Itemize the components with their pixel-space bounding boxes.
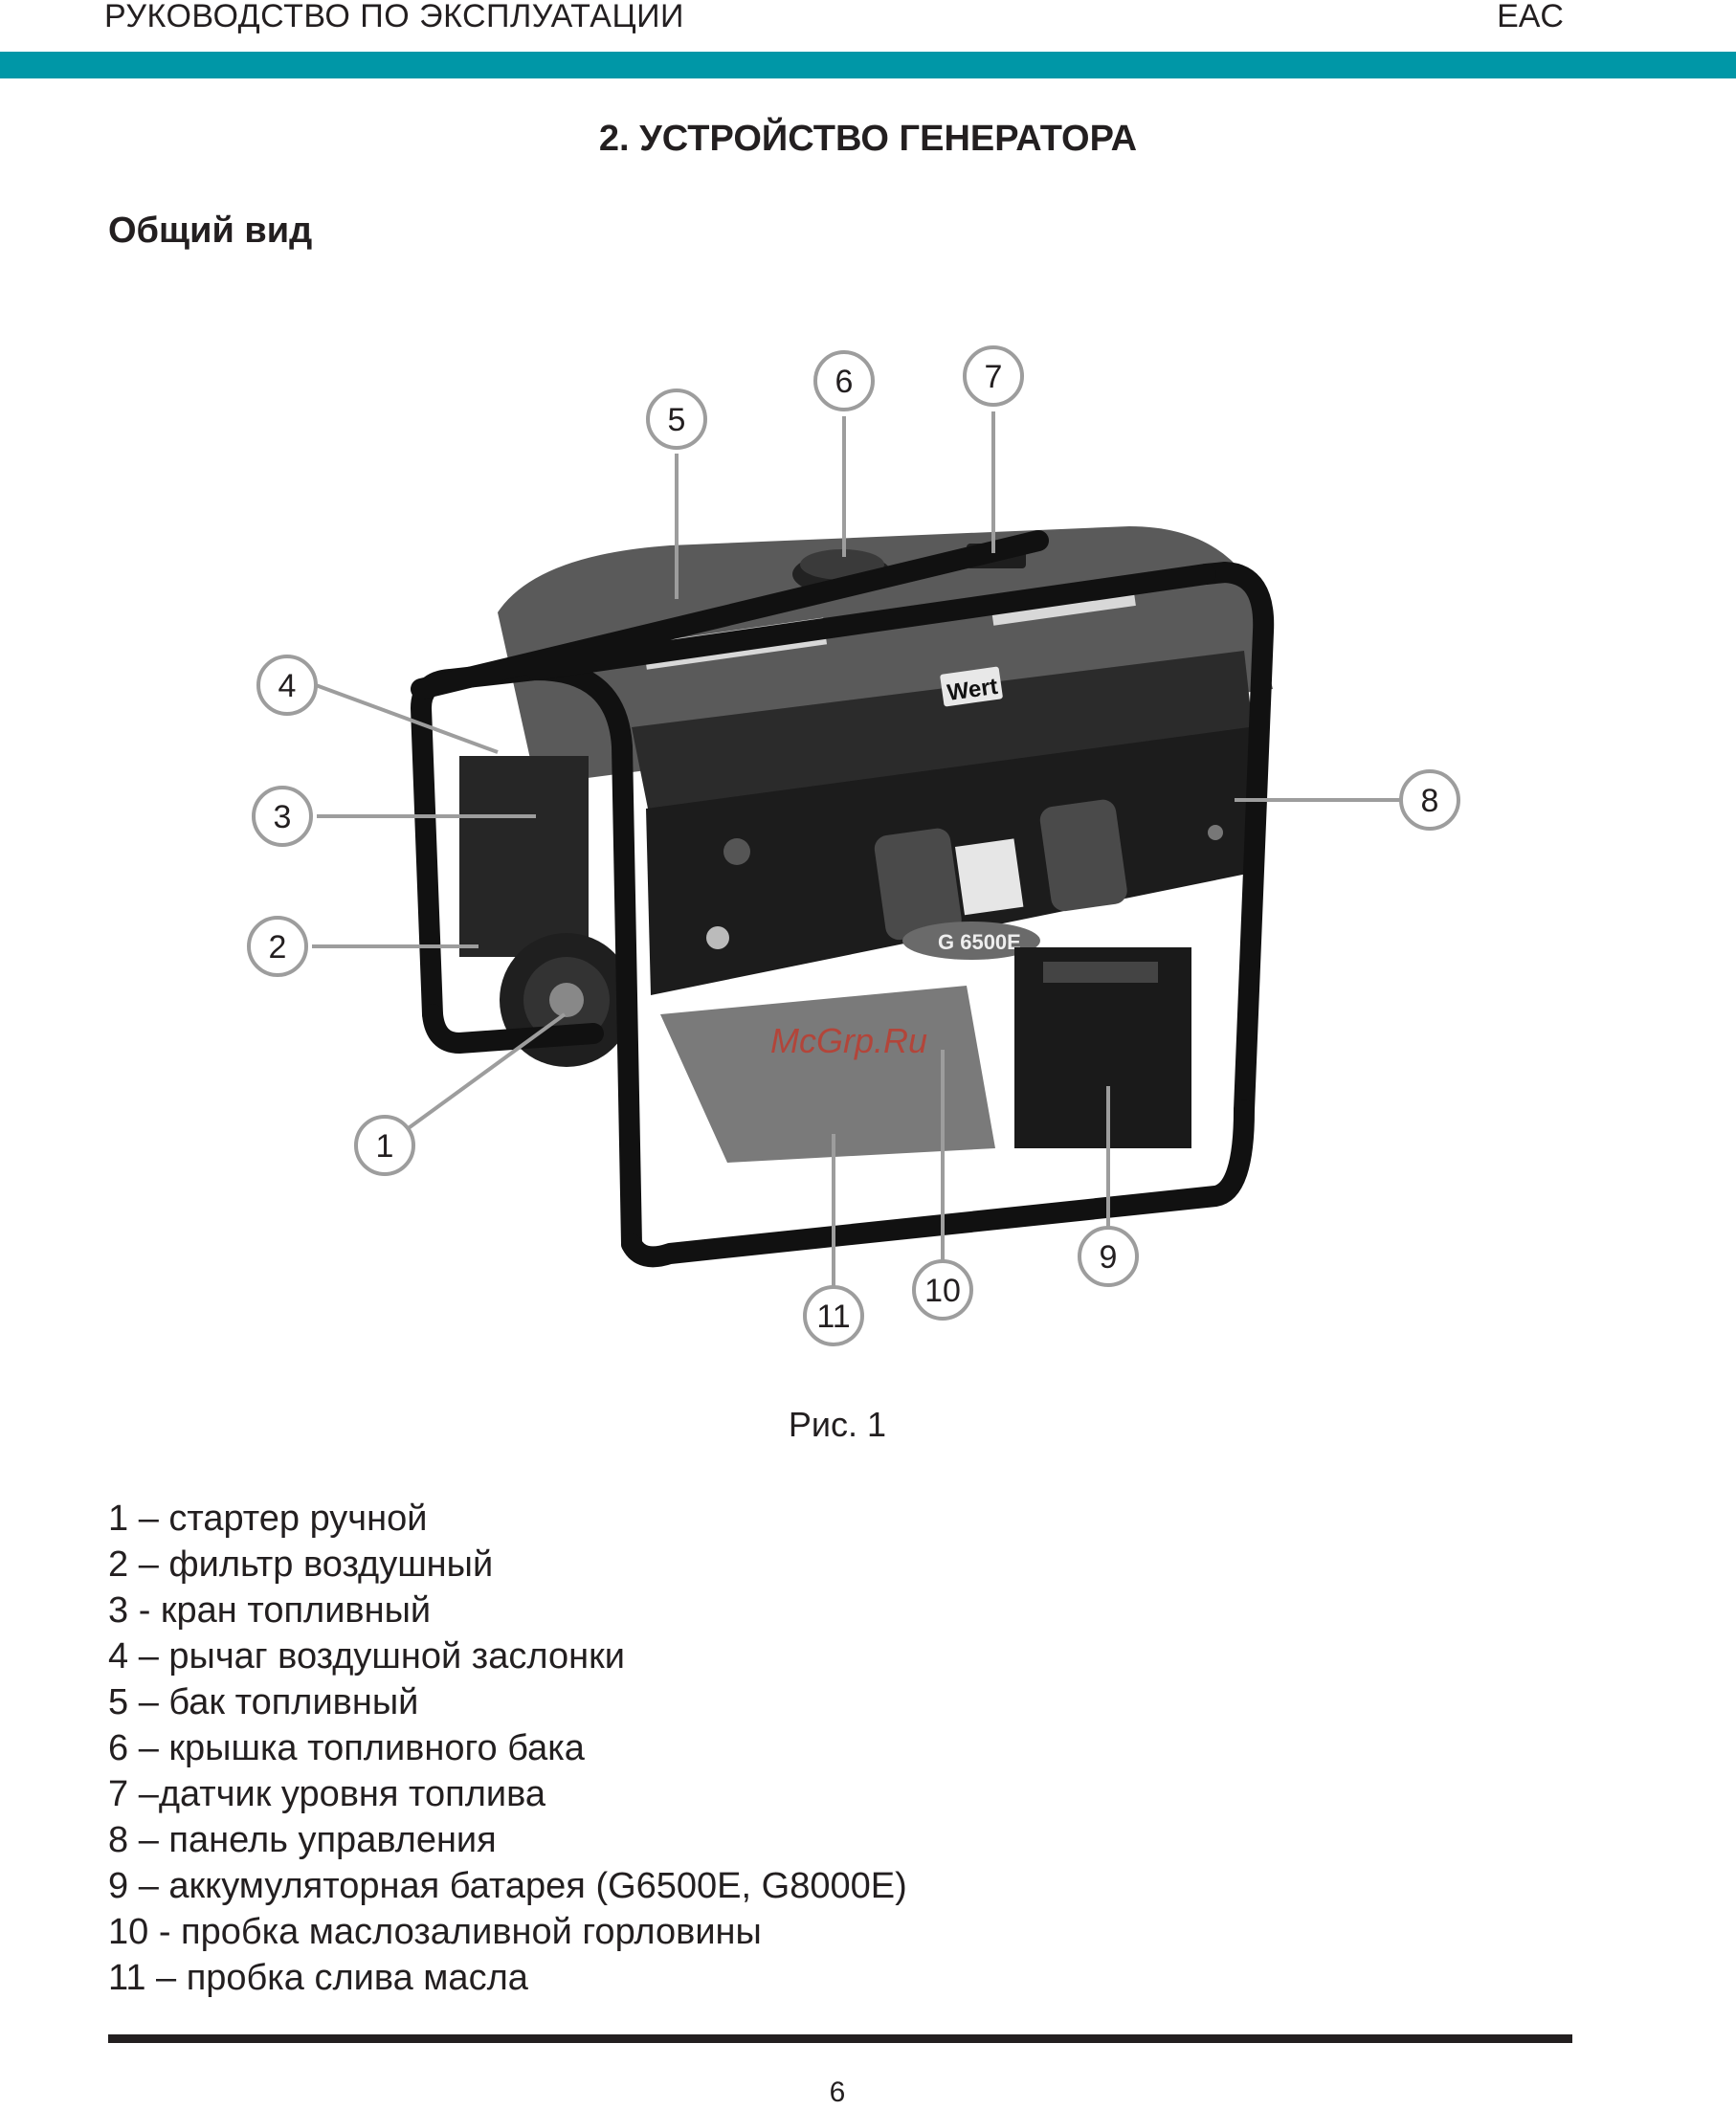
header-accent-bar: [0, 52, 1736, 78]
legend-item: 8 – панель управления: [108, 1820, 497, 1860]
legend-item: 5 – бак топливный: [108, 1682, 419, 1722]
air-filter: [459, 756, 589, 957]
callout-circle: [1078, 1226, 1139, 1287]
legend-item: 2 – фильтр воздушный: [108, 1544, 494, 1585]
callout-circle: [912, 1259, 973, 1321]
legend-item: 11 – пробка слива масла: [108, 1958, 528, 1998]
callout-group: 1 2 3 4 5 6 7 8 9 10 11: [247, 345, 1460, 1346]
generator-illustration: Wert G 6500E McGrp.Ru: [247, 345, 1460, 1346]
legend-item: 6 – крышка топливного бака: [108, 1728, 585, 1768]
callout-circle: [1399, 769, 1460, 831]
legend-item: 4 – рычаг воздушной заслонки: [108, 1636, 625, 1677]
model-badge: [902, 922, 1040, 960]
legend-item: 1 – стартер ручной: [108, 1499, 428, 1539]
callout-circle: [247, 916, 308, 977]
callout-circle: [646, 389, 707, 450]
callout-circle: [256, 655, 318, 716]
legend-item: 7 –датчик уровня топлива: [108, 1774, 546, 1814]
figure-caption: Рис. 1: [788, 1405, 887, 1444]
eac-mark: EAC: [1497, 0, 1564, 34]
callout-number: 9: [1100, 1239, 1118, 1276]
callout-number: 4: [278, 668, 297, 704]
voltmeter: [955, 838, 1024, 916]
socket-right: [1039, 799, 1127, 912]
callout-number: 8: [1421, 783, 1439, 819]
callout-number: 6: [835, 364, 854, 400]
control-panel: [646, 725, 1263, 995]
callout-number: 3: [274, 799, 292, 835]
legend-item: 10 - пробка маслозаливной горловины: [108, 1912, 762, 1952]
section-title: 2. УСТРОЙСТВО ГЕНЕРАТОРА: [598, 119, 1138, 159]
watermark-text: McGrp.Ru: [770, 1021, 927, 1060]
callout-number: 1: [376, 1128, 394, 1165]
model-label: G 6500E: [938, 930, 1021, 954]
callout-circle: [963, 345, 1024, 407]
footer-rule: [108, 2034, 1572, 2043]
legend-item: 3 - кран топливный: [108, 1590, 432, 1631]
callout-circle: [813, 350, 875, 411]
socket-left: [874, 828, 962, 941]
parts-legend: 1 – стартер ручной 2 – фильтр воздушный …: [108, 1496, 907, 2001]
callout-circle: [803, 1285, 864, 1346]
callout-number: 7: [985, 359, 1003, 395]
engine-block: [660, 986, 995, 1163]
tubular-frame: [411, 530, 1275, 1268]
callout-circle: [252, 786, 313, 847]
key-switch: [706, 926, 729, 949]
page-number: 6: [829, 2077, 846, 2108]
callout-number: 10: [924, 1273, 961, 1309]
leader-lines: [312, 411, 1404, 1292]
callout-circle: [354, 1115, 415, 1176]
callout-number: 11: [816, 1299, 850, 1335]
brand-badge: [940, 666, 1003, 707]
legend-item: 9 – аккумуляторная батарея (G6500E, G800…: [108, 1866, 907, 1906]
generator-figure: Wert G 6500E McGrp.Ru: [0, 287, 1736, 1388]
callout-number: 2: [269, 929, 287, 966]
callout-number: 5: [668, 402, 686, 438]
subheading: Общий вид: [108, 211, 313, 251]
running-header-title: РУКОВОДСТВО ПО ЭКСПЛУАТАЦИИ: [104, 0, 684, 34]
